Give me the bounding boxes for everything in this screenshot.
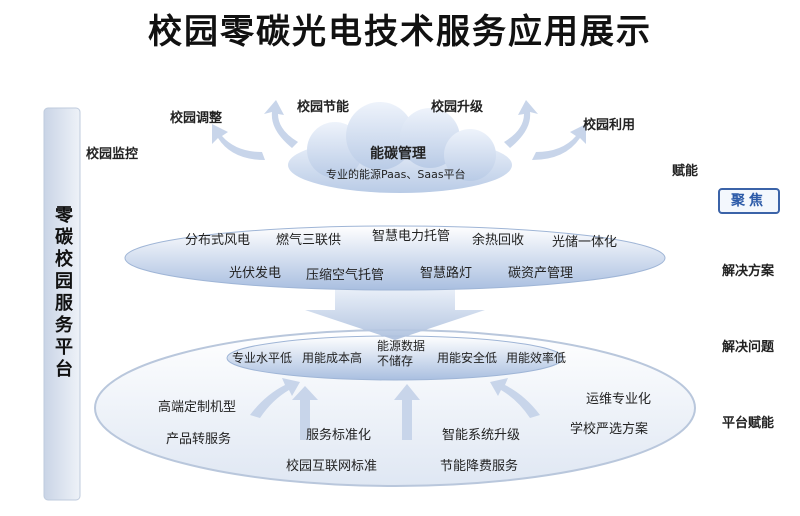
platform-item: 产品转服务 bbox=[166, 432, 232, 447]
platform-item: 校园互联网标准 bbox=[286, 459, 378, 474]
problem-item: 用能安全低 bbox=[437, 351, 498, 365]
platform-item: 运维专业化 bbox=[586, 392, 652, 407]
up-arrow-4 bbox=[490, 378, 540, 418]
problem-item: 用能成本高 bbox=[302, 351, 363, 365]
solution-item: 碳资产管理 bbox=[508, 266, 574, 281]
platform-item: 服务标准化 bbox=[306, 428, 372, 443]
cloud-shape bbox=[288, 102, 512, 193]
platform-item: 智能系统升级 bbox=[442, 428, 521, 443]
up-arrow-3 bbox=[250, 378, 300, 418]
solution-item: 智慧路灯 bbox=[420, 266, 473, 281]
problem-item: 用能效率低 bbox=[506, 351, 567, 365]
platform-item: 学校严选方案 bbox=[570, 422, 649, 437]
solution-item: 光储一体化 bbox=[552, 235, 618, 250]
page-title: 校园零碳光电技术服务应用展示 bbox=[148, 12, 652, 52]
label-empower: 赋能 bbox=[672, 164, 699, 179]
focus-badge: 聚焦 bbox=[718, 188, 780, 214]
down-arrow bbox=[305, 286, 485, 340]
problem-item: 专业水平低 bbox=[232, 351, 293, 365]
label-platform-empower: 平台赋能 bbox=[722, 416, 775, 431]
side-bar bbox=[43, 107, 81, 501]
cloud-title: 能碳管理 bbox=[370, 146, 426, 162]
cloud-subtitle: 专业的能源Paas、Saas平台 bbox=[326, 168, 466, 181]
label-utilize: 校园利用 bbox=[583, 118, 636, 133]
solution-item: 智慧电力托管 bbox=[372, 229, 451, 244]
problem-item: 能源数据 不储存 bbox=[377, 339, 426, 368]
solution-item: 分布式风电 bbox=[185, 233, 251, 248]
solution-item: 燃气三联供 bbox=[276, 233, 342, 248]
platform-item: 节能降费服务 bbox=[440, 459, 519, 474]
platform-item: 高端定制机型 bbox=[158, 400, 237, 415]
label-save: 校园节能 bbox=[297, 100, 350, 115]
label-adjust: 校园调整 bbox=[170, 111, 223, 126]
label-monitor: 校园监控 bbox=[86, 147, 139, 162]
up-arrow-2 bbox=[394, 384, 420, 440]
label-upgrade: 校园升级 bbox=[431, 100, 484, 115]
solutions-disc bbox=[124, 225, 666, 291]
solution-item: 压缩空气托管 bbox=[306, 268, 385, 283]
up-arrow-1 bbox=[292, 386, 318, 440]
curve-arrow-left-2 bbox=[212, 124, 265, 160]
curve-arrow-left-1 bbox=[264, 100, 298, 148]
solution-item: 余热回收 bbox=[472, 233, 525, 248]
curve-arrow-right-2 bbox=[532, 124, 586, 160]
label-solutions: 解决方案 bbox=[722, 264, 775, 279]
platform-side-title: 零碳校园服务平台 bbox=[55, 205, 73, 380]
label-solve-problems: 解决问题 bbox=[722, 340, 775, 355]
curve-arrow-right-1 bbox=[504, 100, 538, 148]
solution-item: 光伏发电 bbox=[229, 266, 282, 281]
